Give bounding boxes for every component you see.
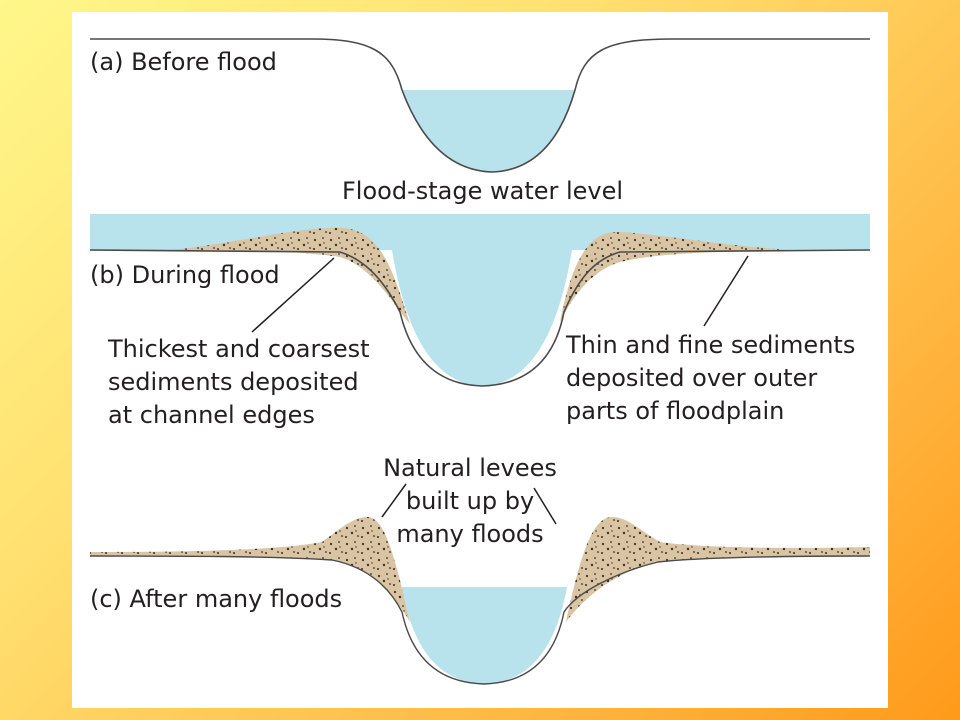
panel-a-before-flood: (a) Before flood [90, 38, 870, 173]
floodplain-diagram: (a) Before flood Flood-stage water level… [89, 38, 871, 685]
panel-c-after-floods: Natural levees built up by many floods (… [89, 454, 871, 685]
label-thin-line-1: Thin and fine sediments [565, 331, 855, 359]
label-thin-line-3: parts of floodplain [566, 397, 784, 425]
diagram-panel: (a) Before flood Flood-stage water level… [72, 12, 888, 708]
ground-surface-c [89, 555, 871, 685]
label-thickest-line-3: at channel edges [108, 401, 315, 429]
leader-line-levee-left [381, 483, 407, 518]
label-levees-line-1: Natural levees [383, 454, 557, 482]
label-levees-line-3: many floods [396, 520, 543, 548]
label-levees-line-2: built up by [406, 487, 534, 515]
sediment-deposit-left-b [172, 227, 410, 324]
ground-surface-a [90, 38, 870, 173]
natural-levee-right [566, 517, 870, 622]
label-flood-stage-water-level: Flood-stage water level [342, 177, 623, 205]
label-before-flood: (a) Before flood [90, 48, 277, 76]
ground-surface-b [89, 249, 871, 387]
label-after-many-floods: (c) After many floods [90, 585, 342, 613]
label-during-flood: (b) During flood [90, 261, 280, 289]
label-thickest-line-1: Thickest and coarsest [107, 335, 370, 363]
label-thickest-line-2: sediments deposited [108, 368, 359, 396]
leader-line-left [251, 257, 335, 333]
channel-water-c [402, 587, 567, 684]
label-thin-line-2: deposited over outer [566, 364, 817, 392]
leader-line-right [703, 255, 749, 327]
panel-b-during-flood: (b) During flood Thickest and coarsest s… [89, 214, 871, 429]
flood-water-b [90, 214, 870, 386]
natural-levee-left [90, 517, 410, 622]
channel-water-a [402, 90, 575, 172]
leader-line-levee-right [533, 487, 557, 525]
sediment-deposit-right-b [560, 232, 792, 322]
